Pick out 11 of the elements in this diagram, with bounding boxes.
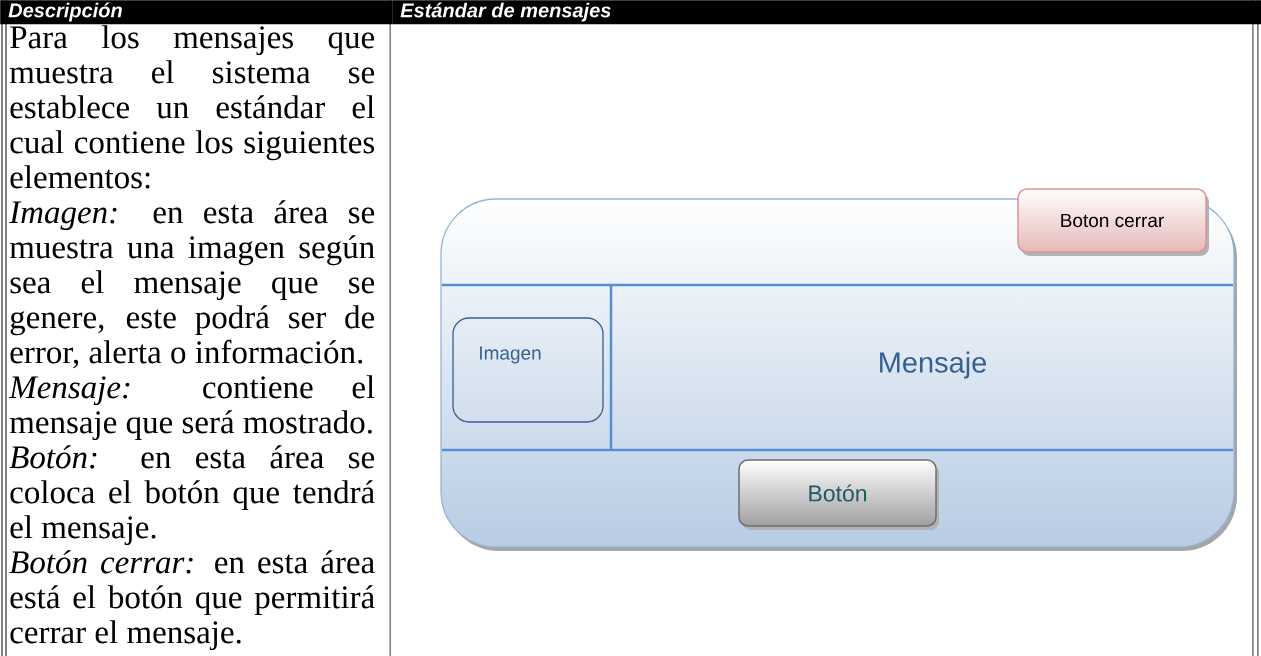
description-text: Mensaje: contiene el mensaje que será mostrado. xyxy=(8,375,375,441)
button: Botón xyxy=(738,459,939,530)
description-text: Botón: en esta área se coloca el botón que tendrá el mensaje. xyxy=(9,445,375,546)
message-text: Mensaje xyxy=(880,351,986,379)
close-button: Boton cerrar xyxy=(1017,188,1209,256)
image-box: Imagen xyxy=(452,317,604,423)
header-cell: Descripción xyxy=(0,0,393,25)
description-text: Imagen: en esta área se muestra una imagen según sea el mensaje que se genere, este podrá ser de error, alerta o información. xyxy=(9,200,375,369)
description-text: Botón cerrar: en esta área está el botón que permitirá cerrar el mensaje. xyxy=(9,550,375,651)
description-text: Para los mensajes que muestra el sistema se establece un estándar el cual contiene los siguientes elementos: xyxy=(9,25,375,189)
window-frame xyxy=(440,198,1237,551)
